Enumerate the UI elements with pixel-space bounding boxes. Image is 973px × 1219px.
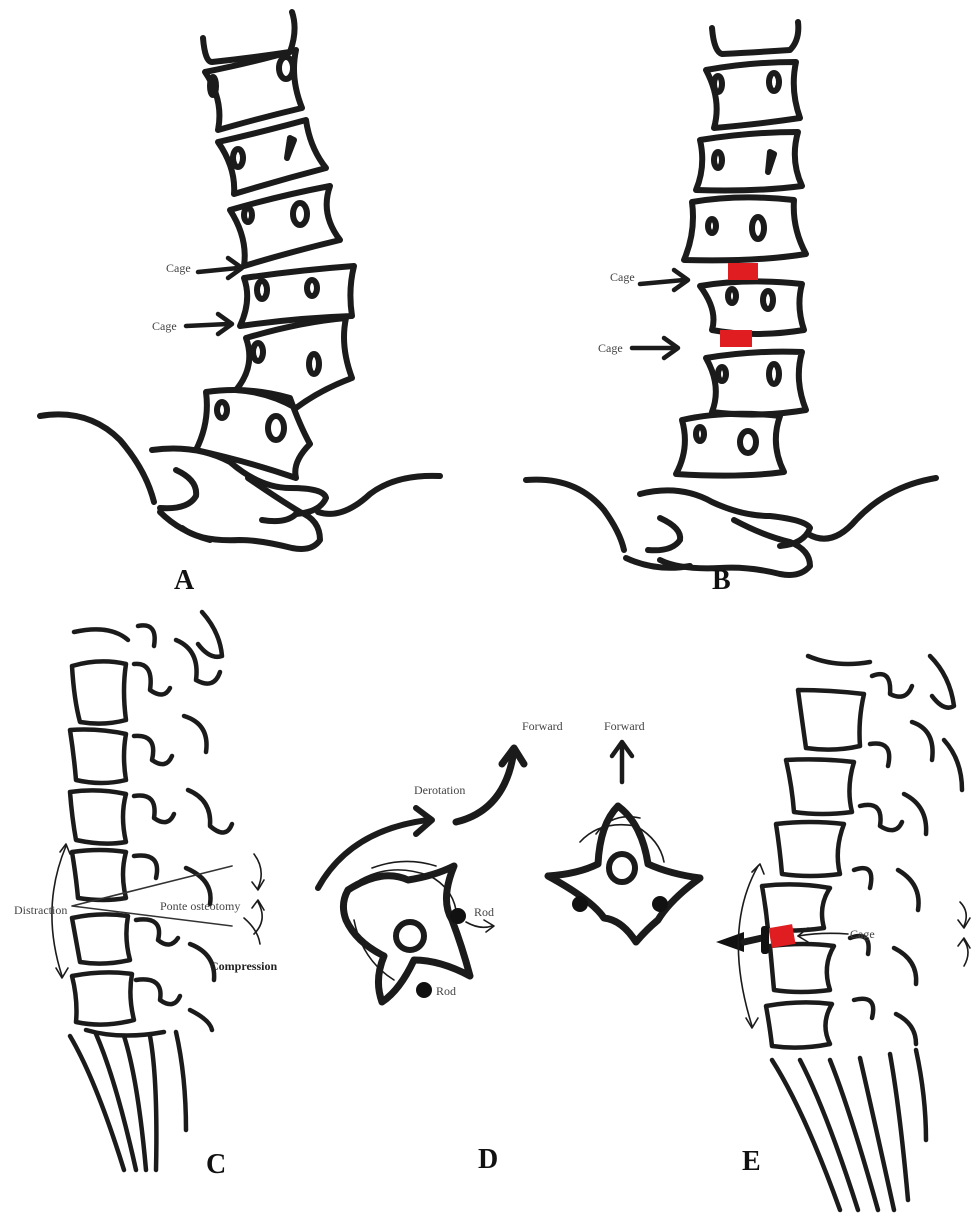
forward-label-right: Forward [604, 719, 645, 733]
cage-label-b-upper: Cage [610, 270, 635, 284]
cage-arrow-a-upper [198, 258, 242, 278]
panel-c: Distraction Ponte osteotomy Compression … [14, 612, 277, 1180]
cage-label-a-upper: Cage [166, 261, 191, 275]
ponte-osteotomy-wedge [72, 866, 232, 926]
panel-a: Cage Cage A [40, 12, 440, 596]
panel-letter-a: A [174, 565, 195, 596]
panel-letter-b: B [712, 565, 731, 596]
forward-label-left: Forward [522, 719, 563, 733]
cage-label-b-lower: Cage [598, 341, 623, 355]
rod-marker-lower [416, 982, 432, 998]
cage-arrow-b-lower [632, 338, 678, 358]
spine-b [526, 22, 936, 575]
spine-c [70, 612, 232, 1170]
panel-d: Forward Forward Derotation Rod Rod D [318, 719, 700, 1175]
rod-marker-upper [450, 908, 466, 924]
panel-letter-d: D [478, 1144, 498, 1175]
panel-letter-c: C [206, 1149, 226, 1180]
cage-label-a-lower: Cage [152, 319, 177, 333]
rotated-vertebra [343, 861, 494, 1002]
forward-arrow-left [456, 748, 524, 822]
rod-label-lower: Rod [436, 984, 456, 998]
compression-arrows [244, 854, 264, 944]
panel-letter-e: E [742, 1146, 761, 1177]
cage-arrow-a-lower [186, 314, 232, 334]
panel-e: Cage E [716, 656, 970, 1210]
compression-label: Compression [210, 959, 277, 973]
panel-b: Cage Cage B [526, 22, 936, 596]
derotation-label: Derotation [414, 783, 465, 797]
rod-marker-left [572, 896, 588, 912]
cage-implant-e [768, 924, 795, 948]
spine-a [40, 12, 440, 549]
cage-implant-b-lower [720, 330, 752, 347]
cage-arrow-b-upper [640, 270, 688, 290]
distraction-label: Distraction [14, 903, 67, 917]
corrected-vertebra [548, 806, 700, 942]
compression-arrows-e [958, 902, 970, 966]
cage-insertion-arrow [716, 926, 769, 954]
rod-label-upper: Rod [474, 905, 494, 919]
rod-marker-right [652, 896, 668, 912]
forward-arrow-right [612, 742, 632, 782]
cage-label-e: Cage [850, 927, 875, 941]
ponte-osteotomy-label: Ponte osteotomy [160, 899, 240, 913]
cage-implant-b-upper [728, 263, 758, 280]
